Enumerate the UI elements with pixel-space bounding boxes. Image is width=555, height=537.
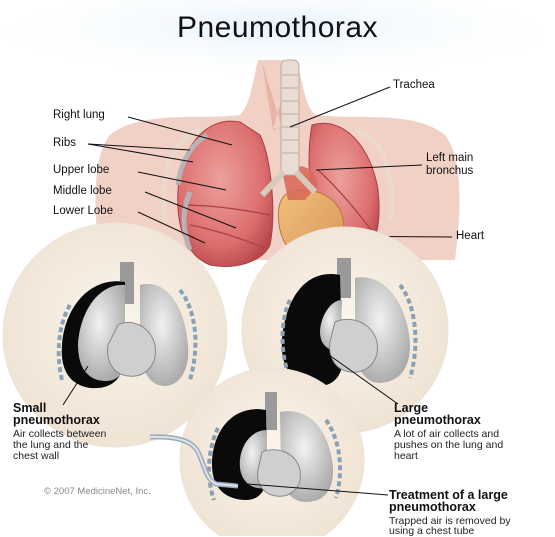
label-left-main-bronchus-2: bronchus xyxy=(426,165,473,177)
label-middle-lobe: Middle lobe xyxy=(53,185,112,197)
small-title-2: pneumothorax xyxy=(13,414,100,426)
label-right-lung: Right lung xyxy=(53,109,105,121)
page-title: Pneumothorax xyxy=(0,11,555,45)
label-trachea: Trachea xyxy=(393,79,435,91)
label-heart: Heart xyxy=(456,230,484,242)
label-ribs: Ribs xyxy=(53,137,76,149)
treatment-desc-2: using a chest tube xyxy=(389,526,474,537)
copyright-notice: © 2007 MedicineNet, Inc. xyxy=(44,486,151,497)
label-left-main-bronchus-1: Left main xyxy=(426,152,473,164)
large-desc-3: heart xyxy=(394,451,418,462)
label-lower-lobe: Lower Lobe xyxy=(53,205,113,217)
label-upper-lobe: Upper lobe xyxy=(53,164,109,176)
treatment-title-2: pneumothorax xyxy=(389,501,476,513)
large-title-2: pneumothorax xyxy=(394,414,481,426)
trachea-shape xyxy=(281,60,299,175)
small-desc-3: chest wall xyxy=(13,451,59,462)
